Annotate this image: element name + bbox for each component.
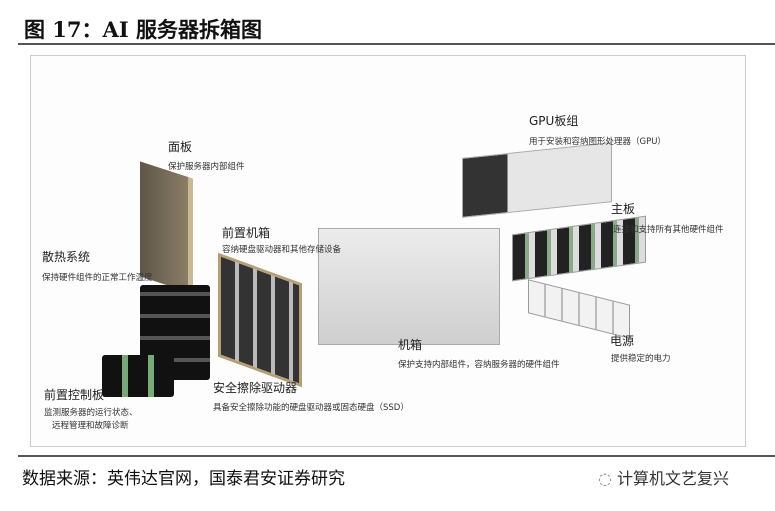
label-chassis: 机箱 bbox=[398, 338, 423, 352]
watermark: ◌ 计算机文艺复兴 bbox=[598, 469, 730, 488]
desc-motherboard: 连接和支持所有其他硬件组件 bbox=[613, 225, 724, 235]
figure-title: 图 17：AI 服务器拆箱图 bbox=[24, 17, 262, 42]
label-psu: 电源 bbox=[610, 334, 635, 348]
divider bbox=[18, 455, 775, 457]
desc-front-cage: 容纳硬盘驱动器和其他存储设备 bbox=[222, 245, 342, 255]
label-secure-erase-drive: 安全擦除驱动器 bbox=[213, 381, 298, 395]
label-cooling: 散热系统 bbox=[42, 250, 91, 264]
label-motherboard: 主板 bbox=[611, 202, 636, 216]
desc-chassis: 保护支持内部组件，容纳服务器的硬件组件 bbox=[398, 360, 560, 370]
desc-secure-erase-drive: 具备安全擦除功能的硬盘驱动器或固态硬盘（SSD） bbox=[213, 403, 409, 413]
desc-cooling: 保持硬件组件的正常工作温度 bbox=[42, 273, 153, 283]
label-gpu-tray: GPU板组 bbox=[529, 114, 579, 128]
source-note: 数据来源：英伟达官网，国泰君安证券研究 bbox=[22, 469, 345, 489]
label-control-board: 前置控制板 bbox=[44, 388, 105, 402]
chassis-illustration bbox=[318, 228, 500, 345]
desc-psu: 提供稳定的电力 bbox=[611, 354, 671, 364]
desc-gpu-tray: 用于安装和容纳图形处理器（GPU） bbox=[529, 137, 666, 147]
wechat-icon: ◌ bbox=[598, 469, 618, 488]
desc-control-board-2: 远程管理和故障诊断 bbox=[52, 421, 129, 431]
control-board-illustration bbox=[102, 355, 174, 397]
divider bbox=[18, 43, 775, 45]
label-front-cage: 前置机箱 bbox=[222, 226, 271, 240]
desc-control-board: 监测服务器的运行状态、 bbox=[44, 408, 138, 418]
label-panel: 面板 bbox=[168, 140, 193, 154]
desc-panel: 保护服务器内部组件 bbox=[168, 162, 245, 172]
